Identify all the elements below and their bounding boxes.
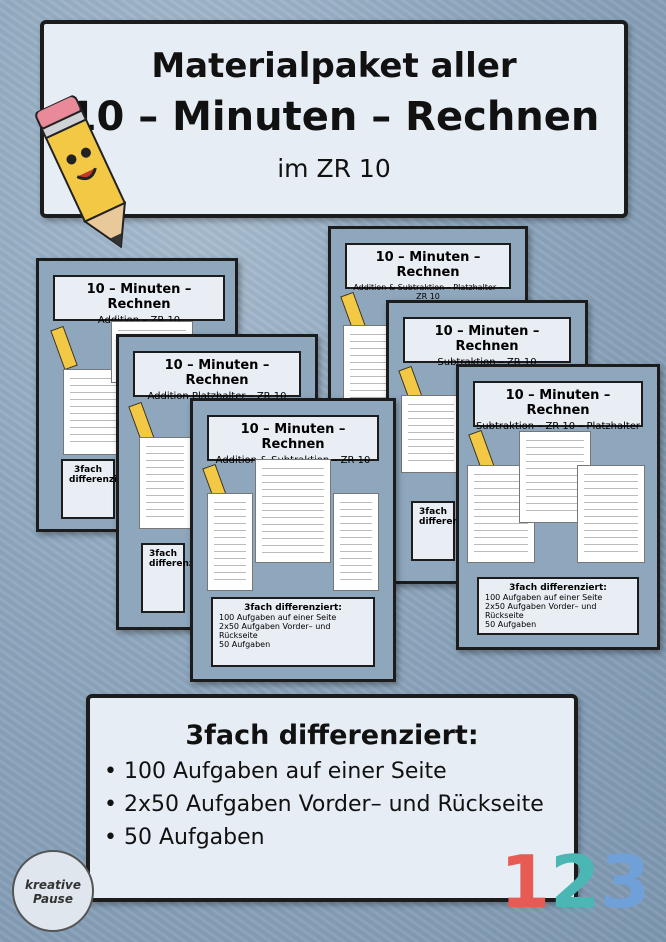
worksheet-thumbnail [333,493,379,591]
card-footer: 3fach differenziert: [411,501,486,561]
card-header: 10 – Minuten – Rechnen Addition & Subtra… [345,243,511,301]
pencil-mascot-icon [35,95,127,249]
card-header: 10 – Minuten – Rechnen Subtraktion – ZR … [403,317,571,368]
card-header: 10 – Minuten – Rechnen Subtraktion – ZR … [473,381,643,432]
numbers-123-graphic: 123 [500,840,650,924]
card-footer-item: 50 Aufgaben [485,620,537,629]
card-subtitle: Addition Platzhalter – ZR 10 [147,391,287,402]
card-footer-item: 100 Aufgaben auf einer Seite [219,613,337,622]
summary-heading: 3fach differenziert: [185,720,479,751]
card-subtitle: Addition & Subtraktion – Platzhalter – Z… [353,283,503,301]
worksheet-thumbnail [255,459,331,563]
product-card: 10 – Minuten – Rechnen Addition & Subtra… [190,398,396,682]
summary-item: • 100 Aufgaben auf einer Seite [104,759,447,784]
card-title: 10 – Minuten – Rechnen [375,250,481,280]
number-three: 3 [600,840,651,924]
title-box: Materialpaket aller 10 – Minuten – Rechn… [40,20,628,218]
card-title: 10 – Minuten – Rechnen [164,358,270,388]
product-card: 10 – Minuten – Rechnen Subtraktion – ZR … [386,300,588,584]
brand-logo-text: kreative Pause [25,878,81,906]
product-card: 10 – Minuten – Rechnen Subtraktion – ZR … [456,364,660,650]
card-header: 10 – Minuten – Rechnen Addition Platzhal… [133,351,301,402]
card-footer-item: 2x50 Aufgaben Vorder– und Rückseite [219,622,331,640]
number-one: 1 [500,840,551,924]
number-two: 2 [550,840,601,924]
card-header: 10 – Minuten – Rechnen Addition – ZR 10 [53,275,225,326]
card-footer: 3fach differenziert: [141,543,216,613]
card-footer-title: 3fach differenziert: [244,603,342,613]
card-footer-title: 3fach differenziert: [419,507,486,527]
card-header: 10 – Minuten – Rechnen Addition & Subtra… [207,415,379,466]
card-title: 10 – Minuten – Rechnen [505,388,611,418]
card-title: 10 – Minuten – Rechnen [434,324,540,354]
title-line1: Materialpaket aller [151,46,517,86]
card-subtitle: Subtraktion – ZR 10 – Platzhalter [475,421,641,432]
card-subtitle: Subtraktion – ZR 10 [437,357,537,368]
card-footer-title: 3fach differenziert: [69,465,136,485]
worksheet-thumbnail [577,465,645,563]
summary-box: 3fach differenziert: • 100 Aufgaben auf … [86,694,578,902]
card-footer-title: 3fach differenziert: [509,583,607,593]
card-footer-title: 3fach differenziert: [149,549,216,569]
card-title: 10 – Minuten – Rechnen [86,282,192,312]
worksheet-thumbnail [401,395,461,473]
card-footer: 3fach differenziert: 100 Aufgaben auf ei… [477,577,639,635]
summary-item: • 2x50 Aufgaben Vorder– und Rückseite [104,792,544,817]
card-footer: 3fach differenziert: [61,459,136,519]
card-footer-item: 2x50 Aufgaben Vorder– und Rückseite [485,602,597,620]
card-footer-item: 50 Aufgaben [219,640,271,649]
card-subtitle: Addition – ZR 10 [55,315,223,326]
title-line2: 10 – Minuten – Rechnen [68,94,600,140]
worksheet-thumbnail [207,493,253,591]
summary-item: • 50 Aufgaben [104,825,265,850]
title-line3: im ZR 10 [277,154,391,183]
card-footer-item: 100 Aufgaben auf einer Seite [485,593,603,602]
card-footer: 3fach differenziert: 100 Aufgaben auf ei… [211,597,375,667]
brand-logo: kreative Pause [12,850,94,932]
card-title: 10 – Minuten – Rechnen [240,422,346,452]
pencil-icon [50,325,78,371]
worksheet-thumbnail [139,437,191,529]
